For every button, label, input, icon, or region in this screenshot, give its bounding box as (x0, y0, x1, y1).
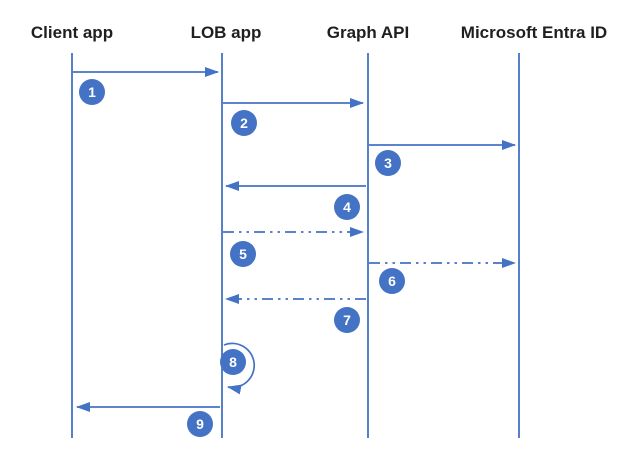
step-badge-4: 4 (334, 194, 360, 220)
step-badge-3: 3 (375, 150, 401, 176)
actor-label-client-app: Client app (31, 23, 113, 42)
step-badge-2-number: 2 (240, 115, 248, 131)
step-badge-1: 1 (79, 79, 105, 105)
step-badge-6: 6 (379, 268, 405, 294)
actor-label-microsoft-entra-id: Microsoft Entra ID (461, 23, 607, 42)
step-badge-9-number: 9 (196, 416, 204, 432)
step-badge-7-number: 7 (343, 312, 351, 328)
arrow-step-8-self-loop (223, 342, 256, 395)
step-badge-7: 7 (334, 307, 360, 333)
step-badge-4-number: 4 (343, 199, 351, 215)
actor-label-lob-app: LOB app (191, 23, 262, 42)
step-badge-1-number: 1 (88, 84, 96, 100)
step-badge-5: 5 (230, 241, 256, 267)
step-badge-9: 9 (187, 411, 213, 437)
step-badge-5-number: 5 (239, 246, 247, 262)
actor-label-graph-api: Graph API (327, 23, 410, 42)
step-badge-8-number: 8 (229, 354, 237, 370)
step-badge-3-number: 3 (384, 155, 392, 171)
step-badge-8: 8 (220, 349, 246, 375)
step-badge-6-number: 6 (388, 273, 396, 289)
step-badge-2: 2 (231, 110, 257, 136)
